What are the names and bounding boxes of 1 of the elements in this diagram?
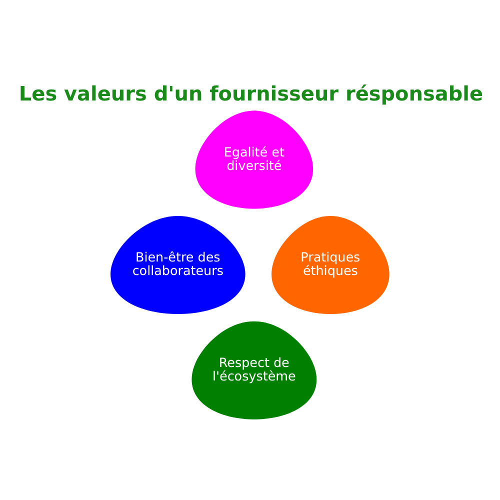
diagram-title: Les valeurs d'un fournisseur résponsable — [18, 80, 484, 105]
